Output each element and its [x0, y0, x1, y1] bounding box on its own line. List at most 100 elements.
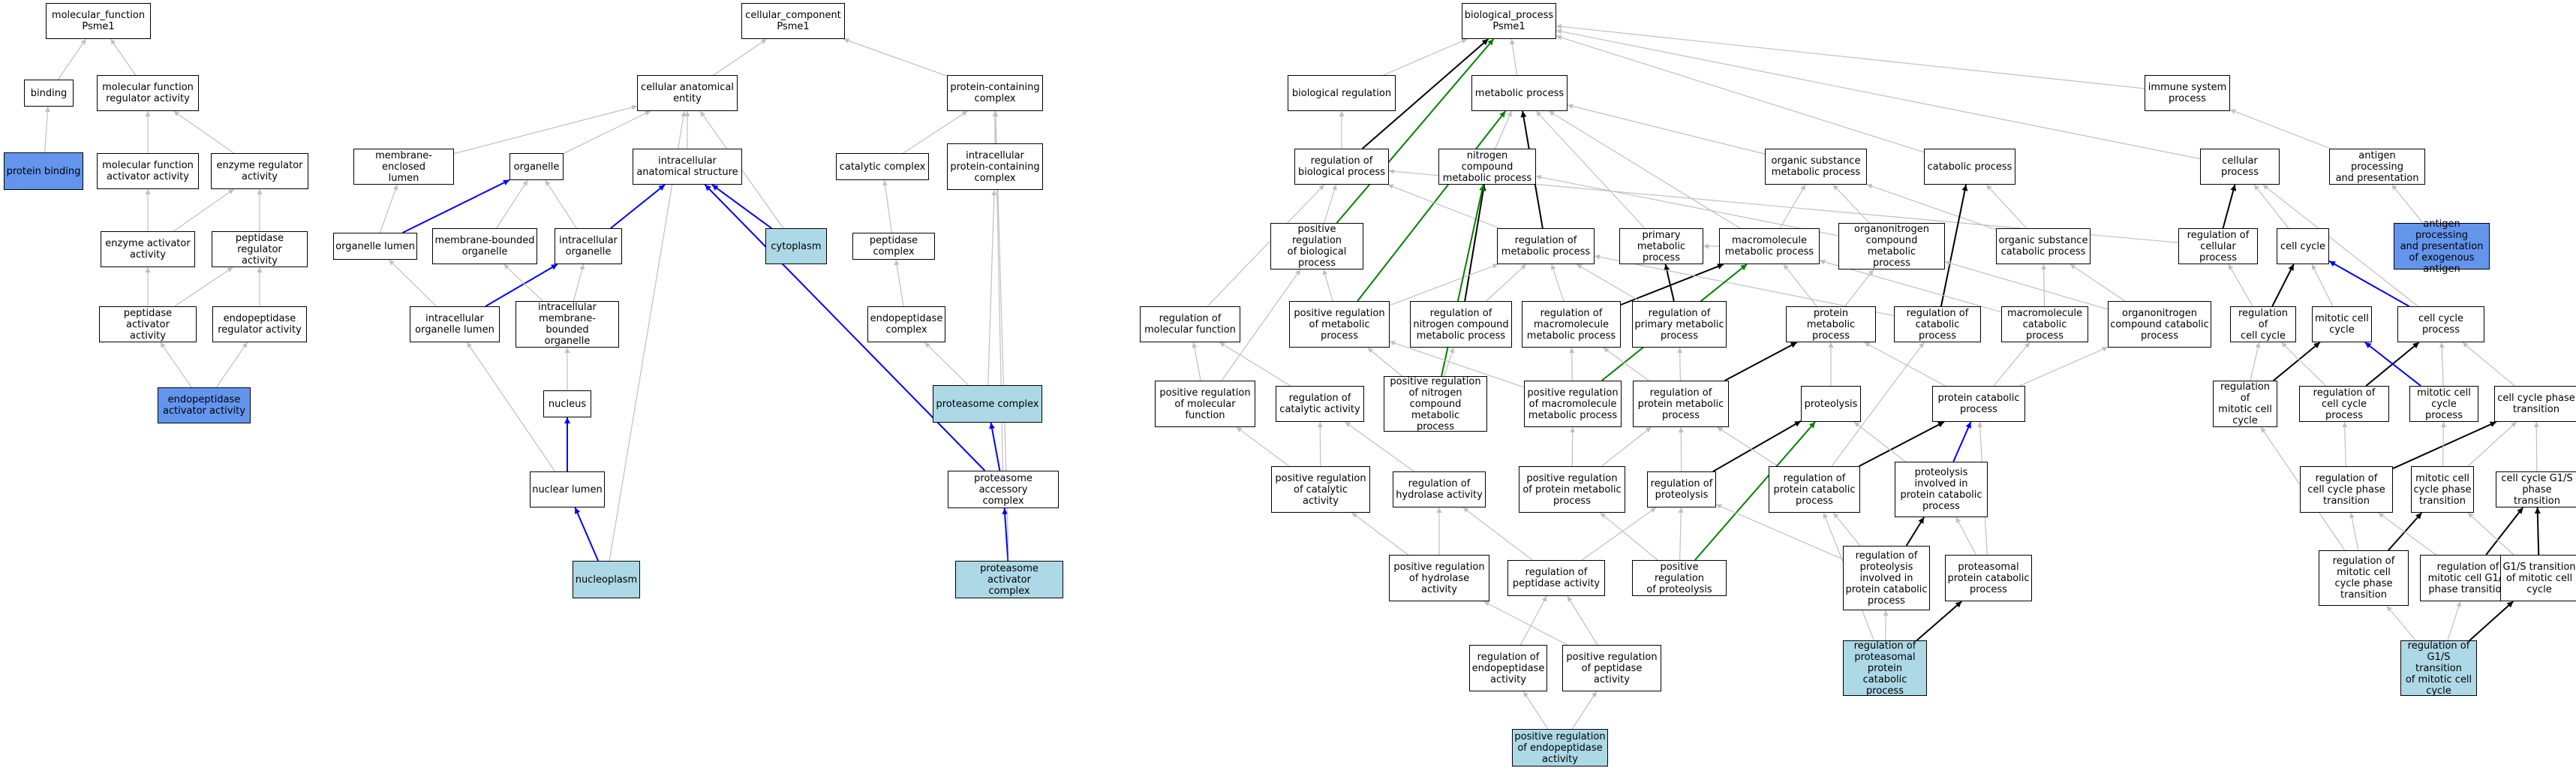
go-term-node-enzact[interactable]: enzyme activator activity: [101, 231, 195, 267]
go-term-node-cellcycle[interactable]: cell cycle: [2277, 228, 2329, 264]
go-term-node-regprotcatab[interactable]: regulation of protein catabolic process: [1769, 466, 1860, 513]
go-term-node-nucleoplasm[interactable]: nucleoplasm: [573, 561, 640, 598]
go-term-node-mitccphase[interactable]: mitotic cell cycle phase transition: [2411, 466, 2474, 513]
go-term-node-posregmetab[interactable]: positive regulation of metabolic process: [1289, 301, 1390, 348]
go-term-node-protmetab[interactable]: protein metabolic process: [1786, 306, 1876, 342]
go-term-node-ccphase[interactable]: cell cycle phase transition: [2494, 386, 2576, 422]
go-term-node-posregmacromp[interactable]: positive regulation of macromolecule met…: [1524, 381, 1622, 427]
go-term-node-proteasomalcatab[interactable]: proteasomal protein catabolic process: [1945, 555, 2032, 601]
go-term-node-cae[interactable]: cellular anatomical entity: [637, 75, 738, 111]
edge-pac-to-proteasome: [989, 422, 1001, 471]
go-term-node-endoact[interactable]: endopeptidase activator activity: [158, 387, 251, 423]
go-term-node-catcomp[interactable]: catalytic complex: [836, 153, 929, 180]
go-term-node-mfreg[interactable]: molecular function regulator activity: [97, 75, 199, 111]
go-term-node-pepreg[interactable]: peptidase regulator activity: [212, 231, 308, 267]
go-term-node-regendo[interactable]: regulation of endopeptidase activity: [1469, 645, 1547, 691]
go-term-node-regmitccphase[interactable]: regulation of mitotic cell cycle phase t…: [2319, 550, 2409, 606]
go-term-node-catab[interactable]: catabolic process: [1924, 149, 2015, 185]
go-term-node-regcatab[interactable]: regulation of catabolic process: [1894, 306, 1981, 342]
go-term-node-enzreg[interactable]: enzyme regulator activity: [211, 153, 308, 189]
go-term-node-pepact[interactable]: peptidase activator activity: [99, 306, 197, 342]
go-term-node-oncp[interactable]: organonitrogen compound catabolic proces…: [2108, 301, 2211, 348]
go-term-node-regprotmetab[interactable]: regulation of protein metabolic process: [1633, 381, 1729, 427]
go-term-node-nucleus[interactable]: nucleus: [543, 390, 591, 417]
go-term-node-posregmf[interactable]: positive regulation of molecular functio…: [1155, 381, 1255, 427]
go-term-node-endocomp[interactable]: endopeptidase complex: [867, 306, 945, 342]
go-term-node-ias[interactable]: intracellular anatomical structure: [633, 149, 742, 185]
go-term-node-g1smit[interactable]: G1/S transition of mitotic cell cycle: [2500, 555, 2576, 601]
go-term-node-proteasome[interactable]: proteasome complex: [933, 385, 1042, 423]
go-term-node-regproteolysis[interactable]: regulation of proteolysis: [1647, 471, 1716, 507]
go-term-node-proteolysis[interactable]: proteolysis: [1801, 386, 1861, 422]
go-term-node-mitcc[interactable]: mitotic cell cycle: [2312, 306, 2372, 342]
go-term-node-regccphase[interactable]: regulation of cell cycle phase transitio…: [2300, 466, 2393, 513]
go-term-node-posreghydro[interactable]: positive regulation of hydrolase activit…: [1389, 555, 1489, 601]
go-term-node-binding[interactable]: binding: [24, 80, 74, 107]
go-term-node-endoreg[interactable]: endopeptidase regulator activity: [212, 306, 307, 342]
go-term-node-regcellcycle[interactable]: regulation of cell cycle: [2230, 306, 2296, 342]
go-term-node-mf[interactable]: molecular_function Psme1: [46, 3, 151, 39]
go-term-node-ncmp[interactable]: nitrogen compound metabolic process: [1438, 149, 1536, 185]
go-term-node-posregproteolysis[interactable]: positive regulation of proteolysis: [1632, 560, 1727, 596]
edge-endoact-to-pepact: [160, 342, 192, 388]
go-term-node-antigen[interactable]: antigen processing and presentation: [2329, 149, 2425, 185]
go-term-node-mitccproc[interactable]: mitotic cell cycle process: [2409, 386, 2478, 422]
go-term-node-cytoplasm[interactable]: cytoplasm: [765, 228, 827, 264]
go-term-node-pcc[interactable]: protein-containing complex: [947, 75, 1043, 111]
go-term-node-protcatab[interactable]: protein catabolic process: [1932, 386, 2025, 422]
go-term-node-regmitg1s[interactable]: regulation of mitotic cell G1/S phase tr…: [2420, 555, 2516, 601]
go-term-node-regcell[interactable]: regulation of cellular process: [2178, 228, 2258, 264]
go-term-node-pact[interactable]: proteasome activator complex: [955, 561, 1063, 598]
go-term-node-posregendo[interactable]: positive regulation of endopeptidase act…: [1512, 729, 1608, 766]
go-term-node-protbinding[interactable]: protein binding: [4, 152, 83, 190]
go-term-node-regmetab[interactable]: regulation of metabolic process: [1497, 228, 1595, 264]
go-term-node-bioreg[interactable]: biological regulation: [1288, 75, 1396, 111]
go-term-node-immune[interactable]: immune system process: [2145, 75, 2230, 111]
go-term-node-ccproc[interactable]: cell cycle process: [2397, 306, 2484, 342]
go-term-node-macromp[interactable]: macromolecule metabolic process: [1719, 228, 1820, 264]
go-term-node-organelle[interactable]: organelle: [509, 153, 564, 180]
go-term-node-proteolysisinv[interactable]: proteolysis involved in protein cataboli…: [1895, 462, 1988, 517]
go-term-node-regmitcc[interactable]: regulation of mitotic cell cycle: [2213, 381, 2277, 427]
go-term-node-posregcatact[interactable]: positive regulation of catalytic activit…: [1271, 466, 1370, 513]
go-term-node-macrocatab[interactable]: macromolecule catabolic process: [2001, 306, 2088, 342]
go-term-node-mbo[interactable]: membrane-bounded organelle: [432, 228, 537, 264]
go-term-node-intorg[interactable]: intracellular organelle: [555, 228, 622, 264]
go-term-node-posregncmp[interactable]: positive regulation of nitrogen compound…: [1384, 376, 1487, 432]
go-term-node-regprimmetab[interactable]: regulation of primary metabolic process: [1632, 301, 1727, 348]
go-term-node-posregpep[interactable]: positive regulation of peptidase activit…: [1562, 645, 1661, 691]
edge-regprotmetab-to-protmetab: [1724, 342, 1798, 381]
go-term-node-cc[interactable]: cellular_component Psme1: [741, 3, 845, 39]
go-term-node-metab[interactable]: metabolic process: [1471, 75, 1568, 111]
go-term-node-pepcomp[interactable]: peptidase complex: [852, 233, 935, 260]
go-term-node-regmacromp[interactable]: regulation of macromolecule metabolic pr…: [1522, 301, 1621, 348]
go-term-node-regproteolysisinv[interactable]: regulation of proteolysis involved in pr…: [1843, 546, 1930, 610]
go-term-node-regncmp[interactable]: regulation of nitrogen compound metaboli…: [1410, 301, 1512, 348]
go-term-node-osmp[interactable]: organic substance metabolic process: [1765, 149, 1867, 185]
go-term-node-nuclumen[interactable]: nuclear lumen: [530, 471, 605, 507]
go-term-node-regccproc[interactable]: regulation of cell cycle process: [2299, 386, 2389, 422]
go-term-node-reghydro[interactable]: regulation of hydrolase activity: [1393, 471, 1486, 507]
go-term-node-regcatact[interactable]: regulation of catalytic activity: [1276, 386, 1364, 422]
go-term-node-regmf[interactable]: regulation of molecular function: [1140, 306, 1240, 342]
go-term-node-regproteasomal[interactable]: regulation of proteasomal protein catabo…: [1843, 640, 1927, 697]
go-term-node-bp[interactable]: biological_process Psme1: [1462, 3, 1556, 39]
go-term-node-regbio[interactable]: regulation of biological process: [1294, 149, 1389, 185]
go-term-node-pac[interactable]: proteasome accessory complex: [948, 471, 1059, 508]
go-term-node-intpcc[interactable]: intracellular protein-containing complex: [947, 143, 1043, 190]
go-term-node-iol[interactable]: intracellular organelle lumen: [410, 306, 500, 342]
go-term-node-orglumen[interactable]: organelle lumen: [333, 233, 417, 260]
go-term-node-mel[interactable]: membrane-enclosed lumen: [353, 149, 454, 185]
go-term-node-posregbio[interactable]: positive regulation of biological proces…: [1270, 223, 1363, 270]
go-term-node-primmetab[interactable]: primary metabolic process: [1619, 228, 1703, 264]
go-term-node-onmp[interactable]: organonitrogen compound metabolic proces…: [1838, 223, 1945, 270]
go-term-node-ccg1s[interactable]: cell cycle G1/S phase transition: [2496, 471, 2576, 507]
go-term-node-cellproc[interactable]: cellular process: [2200, 149, 2280, 185]
go-term-node-antigenexo[interactable]: antigen processing and presentation of e…: [2394, 218, 2490, 275]
go-term-node-oscp[interactable]: organic substance catabolic process: [1996, 228, 2091, 264]
go-term-node-mfact[interactable]: molecular function activator activity: [97, 153, 199, 189]
go-term-node-regpepact[interactable]: regulation of peptidase activity: [1507, 560, 1605, 596]
go-term-node-posregprotmetab[interactable]: positive regulation of protein metabolic…: [1519, 466, 1625, 513]
go-term-node-regg1smit[interactable]: regulation of G1/S transition of mitotic…: [2400, 640, 2477, 697]
go-term-node-imbo[interactable]: intracellular membrane-bounded organelle: [516, 301, 619, 348]
